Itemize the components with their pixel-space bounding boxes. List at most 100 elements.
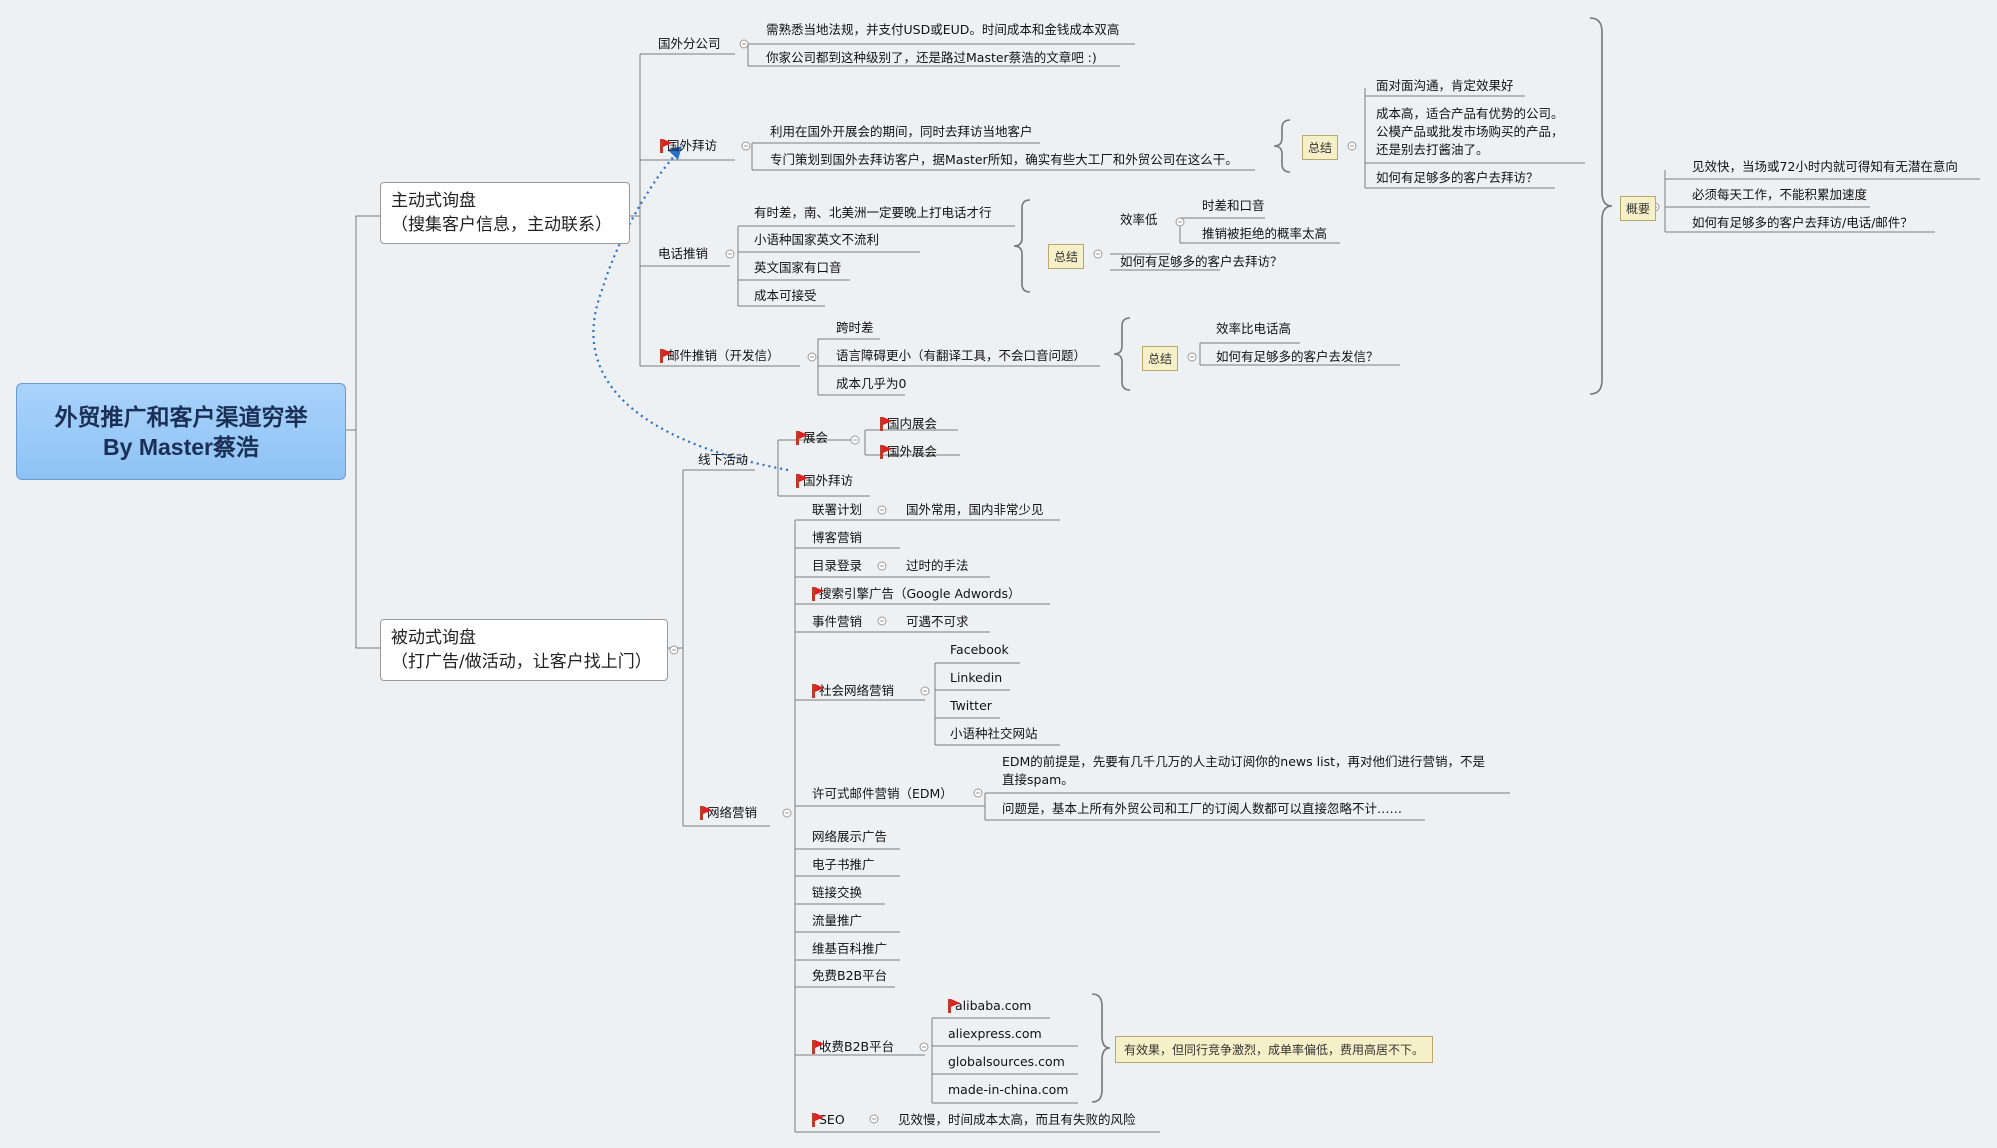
flag-icon [880,416,892,432]
visit-summary[interactable]: 总结 [1302,135,1339,160]
branch-overseas-office[interactable]: 国外分公司 [658,36,721,51]
social-linkedin: Linkedin [950,670,1003,685]
phone-efficiency-item-1: 时差和口音 [1202,198,1265,213]
edm-note-2: 问题是，基本上所有外贸公司和工厂的订阅人数都可以直接忽略不计…… [1002,801,1403,816]
overseas-office-item-1: 需熟悉当地法规，并支付USD或EUD。时间成本和金钱成本双高 [766,22,1120,37]
offline-activities[interactable]: 线下活动 [698,452,749,467]
expo-domestic: 国内展会 [880,416,937,432]
visit-item-1: 利用在国外开展会的期间，同时去拜访当地客户 [770,124,1033,139]
paid-b2b-note: 有效果，但同行竞争激烈，成单率偏低，费用高居不下。 [1115,1036,1434,1063]
edm-note-1b: 直接spam。 [1002,772,1074,787]
flag-icon [812,1039,824,1055]
sem[interactable]: 搜索引擎广告（Google Adwords） [812,586,1021,602]
passive-subtitle: （打广告/做活动，让客户找上门） [391,652,652,672]
visit-summary-item-5: 如何有足够多的客户去拜访？ [1376,170,1539,185]
flag-icon [812,586,824,602]
event-marketing[interactable]: 事件营销 [812,614,863,629]
b2b-made-in-china: made-in-china.com [948,1082,1069,1097]
branch-email-label: 邮件推销（开发信） [667,348,780,363]
online-marketing-label: 网络营销 [707,805,758,820]
main-topic-active[interactable]: 主动式询盘 （搜集客户信息，主动联系） [380,182,630,244]
expo-overseas-label: 国外展会 [887,444,938,459]
b2b-globalsources: globalsources.com [948,1054,1065,1069]
b2b-alibaba-label: alibaba.com [955,998,1032,1013]
expo-domestic-label: 国内展会 [887,416,938,431]
expo[interactable]: 展会 [796,430,828,446]
flag-icon [660,348,672,364]
email-summary[interactable]: 总结 [1142,346,1179,371]
flag-icon [700,805,712,821]
display-ads[interactable]: 网络展示广告 [812,829,888,844]
overview-summary[interactable]: 概要 [1620,196,1657,221]
flag-icon [948,998,960,1014]
social-minor-language: 小语种社交网站 [950,726,1038,741]
event-note: 可遇不可求 [906,614,969,629]
blog-marketing[interactable]: 博客营销 [812,530,863,545]
ebook[interactable]: 电子书推广 [812,857,875,872]
paid-b2b-label: 收费B2B平台 [819,1039,895,1054]
active-subtitle: （搜集客户信息，主动联系） [391,215,612,235]
phone-item-4: 成本可接受 [754,288,817,303]
email-summary-item-1: 效率比电话高 [1216,321,1292,336]
phone-item-1: 有时差，南、北美洲一定要晚上打电话才行 [754,205,992,220]
social-label: 社会网络营销 [819,683,895,698]
main-topic-passive[interactable]: 被动式询盘 （打广告/做活动，让客户找上门） [380,619,668,681]
link-exchange[interactable]: 链接交换 [812,885,863,900]
seo-label: SEO [819,1112,845,1127]
branch-visit[interactable]: 国外拜访 [660,138,717,154]
visit-summary-item-4: 还是别去打酱油了。 [1376,142,1489,157]
phone-efficiency-item-2: 推销被拒绝的概率太高 [1202,226,1328,241]
paid-b2b[interactable]: 收费B2B平台 [812,1039,894,1055]
central-topic[interactable]: 外贸推广和客户渠道穷举 By Master蔡浩 [16,383,346,480]
visit-summary-item-1: 面对面沟通，肯定效果好 [1376,78,1514,93]
email-item-3: 成本几乎为0 [836,376,907,391]
flag-icon [812,683,824,699]
phone-summary[interactable]: 总结 [1048,244,1085,269]
central-title: 外贸推广和客户渠道穷举 [54,403,308,430]
b2b-alibaba: alibaba.com [948,998,1031,1014]
expo-label: 展会 [803,430,829,445]
offline-visit-label: 国外拜访 [803,473,854,488]
offline-visit[interactable]: 国外拜访 [796,473,853,489]
branch-phone[interactable]: 电话推销 [658,246,709,261]
flag-icon [812,1112,824,1128]
wiki[interactable]: 维基百科推广 [812,941,888,956]
edm-note-1a: EDM的前提是，先要有几千几万的人主动订阅你的news list，再对他们进行营… [1002,754,1485,769]
b2b-aliexpress: aliexpress.com [948,1026,1042,1041]
affiliate-note: 国外常用，国内非常少见 [906,502,1044,517]
branch-email[interactable]: 邮件推销（开发信） [660,348,780,364]
active-title: 主动式询盘 [391,191,476,211]
flag-icon [660,138,672,154]
email-item-2: 语言障碍更小（有翻译工具，不会口音问题） [836,348,1087,363]
phone-question: 如何有足够多的客户去拜访？ [1120,254,1283,269]
social-facebook: Facebook [950,642,1009,657]
visit-item-2: 专门策划到国外去拜访客户，据Master所知，确实有些大工厂和外贸公司在这么干。 [770,152,1238,167]
flag-icon [796,430,808,446]
seo-note: 见效慢，时间成本太高，而且有失败的风险 [898,1112,1136,1127]
overview-item-2: 必须每天工作，不能积累加速度 [1692,187,1868,202]
free-b2b[interactable]: 免费B2B平台 [812,968,888,983]
expo-overseas: 国外展会 [880,444,937,460]
visit-summary-item-3: 公模产品或批发市场购买的产品， [1376,124,1564,139]
email-item-1: 跨时差 [836,320,874,335]
phone-efficiency: 效率低 [1120,212,1158,227]
seo[interactable]: SEO [812,1112,845,1128]
passive-title: 被动式询盘 [391,628,476,648]
social-marketing[interactable]: 社会网络营销 [812,683,894,699]
edm[interactable]: 许可式邮件营销（EDM） [812,786,953,801]
traffic[interactable]: 流量推广 [812,913,863,928]
email-summary-item-2: 如何有足够多的客户去发信？ [1216,349,1379,364]
flag-icon [796,473,808,489]
branch-visit-label: 国外拜访 [667,138,718,153]
overview-item-3: 如何有足够多的客户去拜访/电话/邮件？ [1692,215,1913,230]
affiliate[interactable]: 联署计划 [812,502,863,517]
social-twitter: Twitter [950,698,992,713]
online-marketing[interactable]: 网络营销 [700,805,757,821]
central-author: By Master蔡浩 [103,433,259,460]
phone-item-2: 小语种国家英文不流利 [754,232,880,247]
directory-note: 过时的手法 [906,558,969,573]
visit-summary-item-2: 成本高，适合产品有优势的公司。 [1376,106,1564,121]
directory[interactable]: 目录登录 [812,558,863,573]
